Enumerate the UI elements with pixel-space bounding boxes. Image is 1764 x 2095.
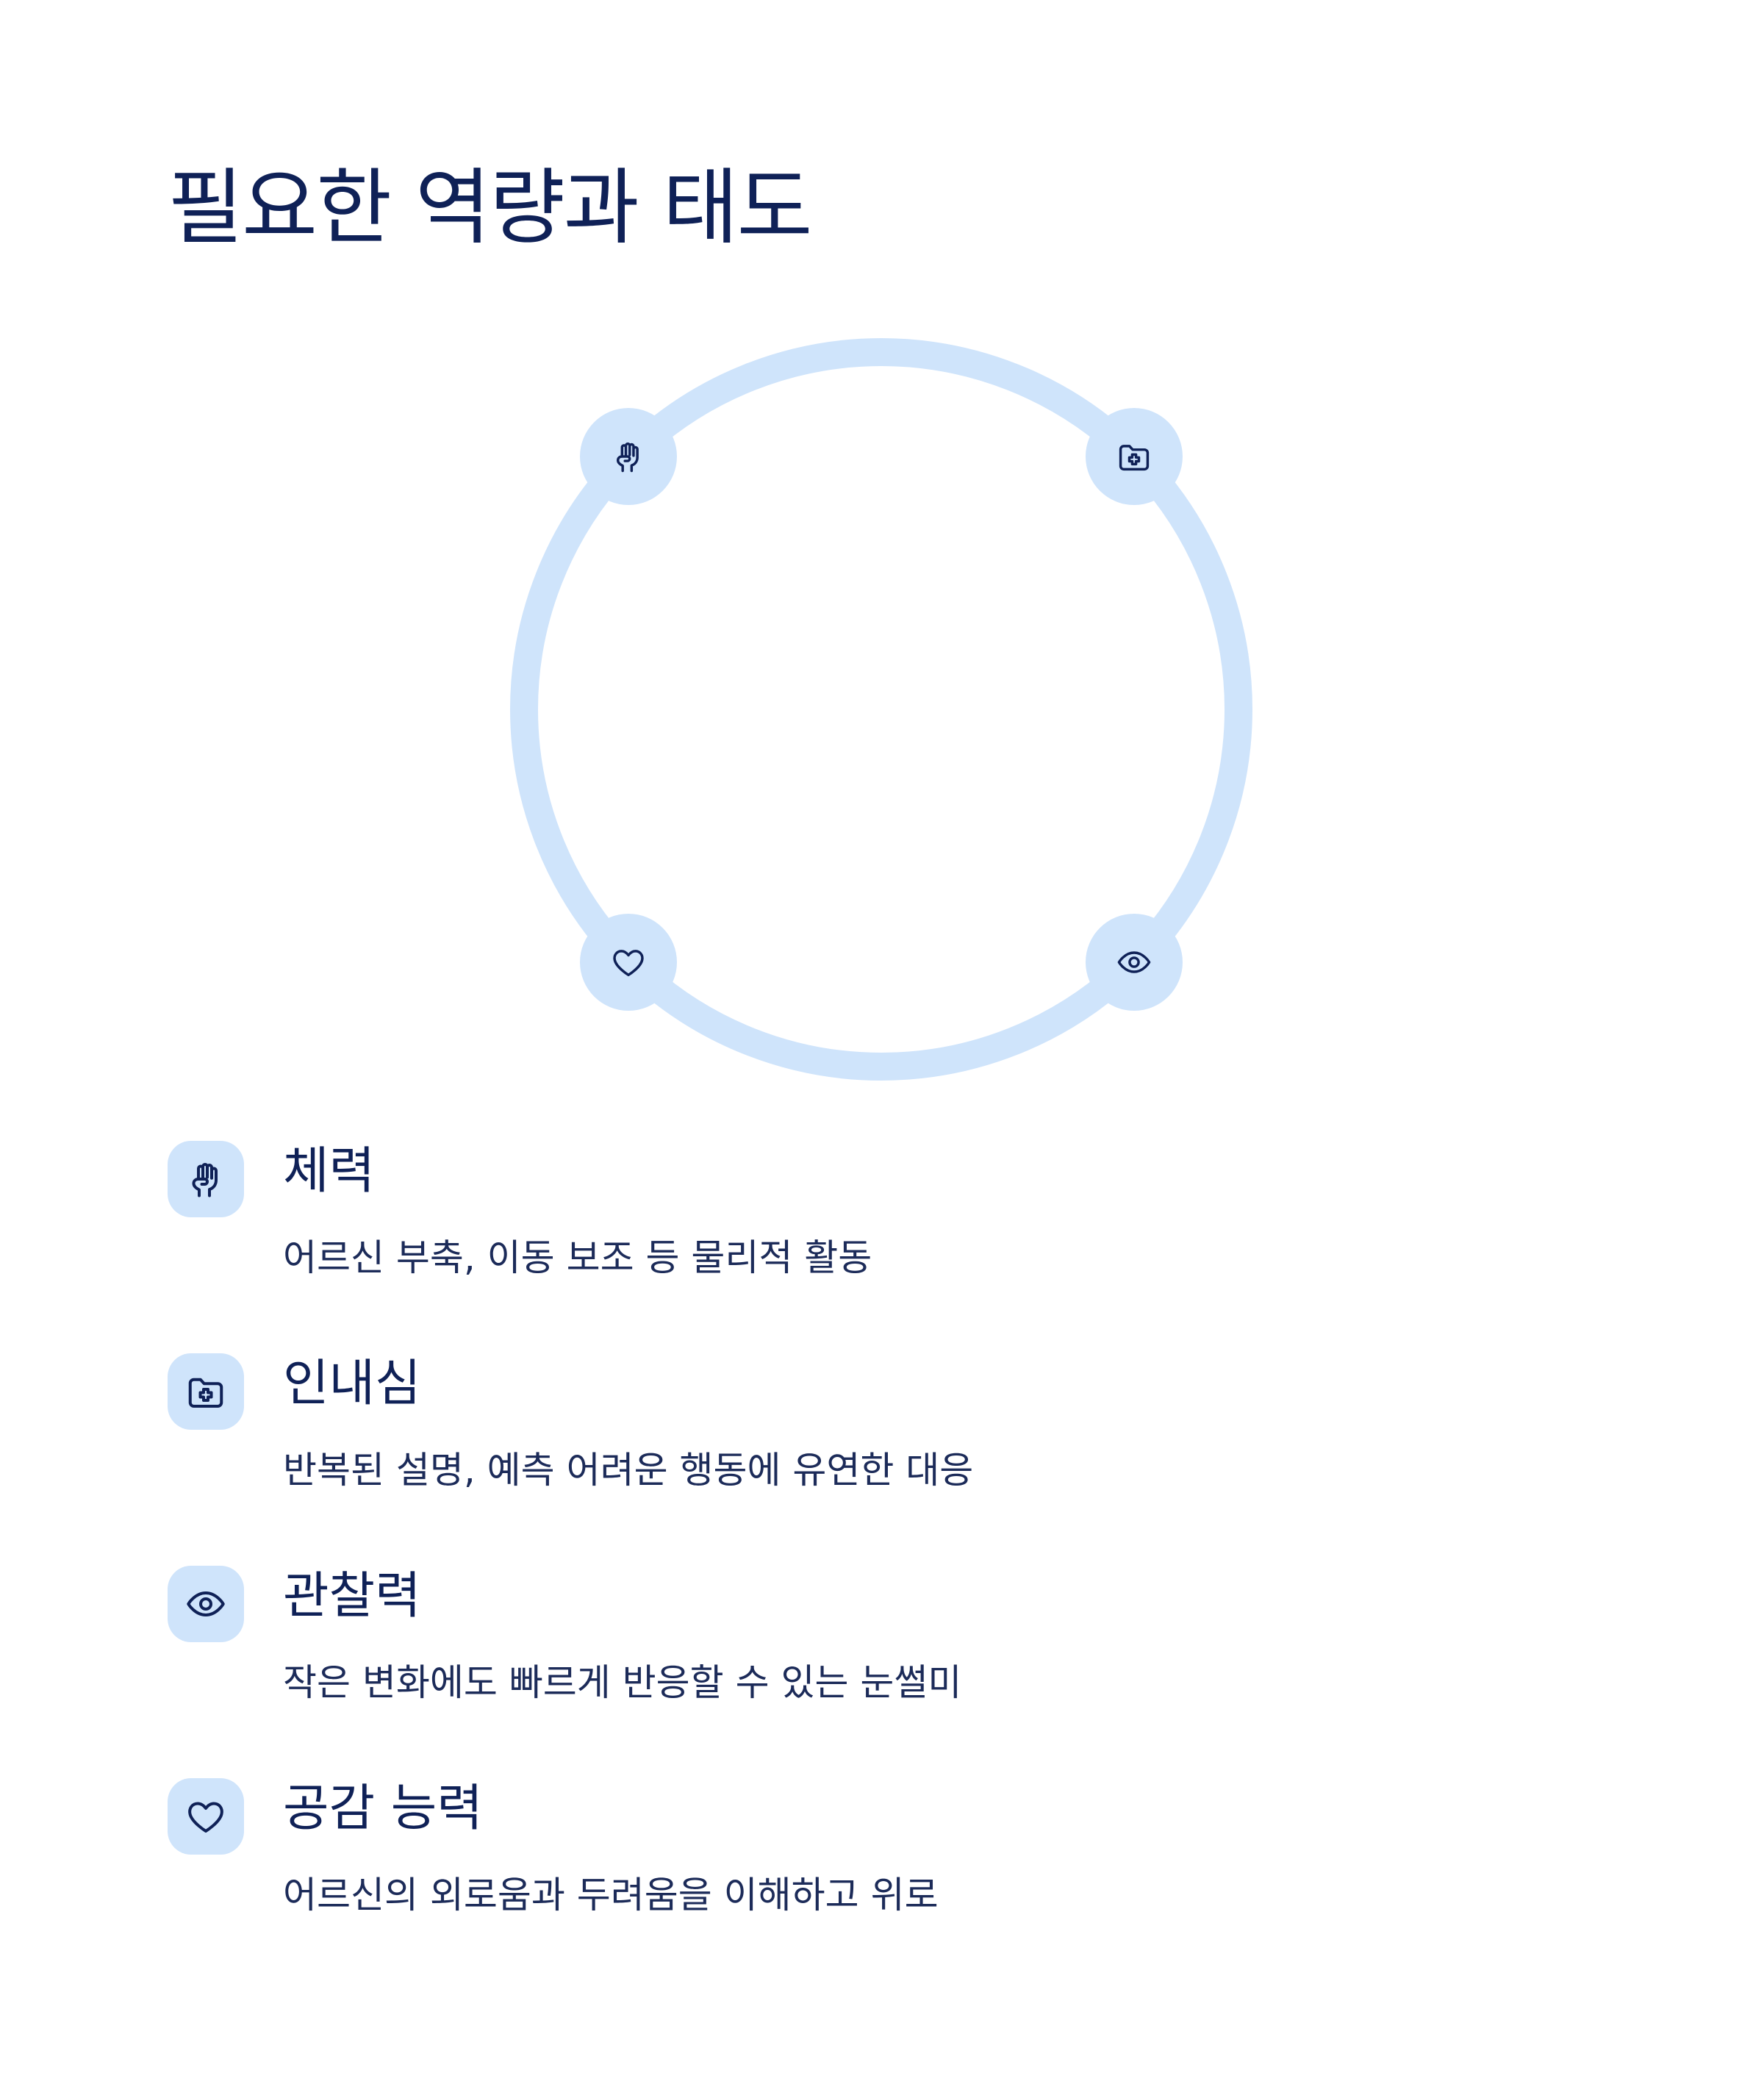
eye-icon: [1117, 951, 1151, 973]
list-item: 관찰력 작은 변화에도 빠르게 반응할 수 있는 눈썰미: [168, 1566, 1564, 1757]
ring-node-strength: [580, 408, 677, 505]
eye-icon: [187, 1591, 225, 1616]
item-description: 작은 변화에도 빠르게 반응할 수 있는 눈썰미: [283, 1661, 962, 1704]
raised-fist-icon: [192, 1163, 218, 1197]
ring-node-observation: [1086, 914, 1183, 1011]
item-icon-badge: [168, 1141, 244, 1217]
item-title: 관찰력: [283, 1567, 421, 1625]
item-icon-badge: [168, 1778, 244, 1855]
item-description: 어르신의 외로움과 두려움을 이해하고 위로: [283, 1874, 939, 1916]
ring-node-patience: [1086, 408, 1183, 505]
list-item: 체력 어르신 부축, 이동 보조 등 물리적 활동: [168, 1141, 1564, 1332]
ring-node-empathy: [580, 914, 677, 1011]
list-item: 인내심 반복된 설명, 예측 어려운 행동에 유연한 대응: [168, 1353, 1564, 1544]
item-icon-badge: [168, 1353, 244, 1430]
list-item: 공감 능력 어르신의 외로움과 두려움을 이해하고 위로: [168, 1778, 1564, 1969]
raised-fist-icon: [616, 442, 639, 473]
item-title: 인내심: [283, 1355, 421, 1413]
item-title: 공감 능력: [283, 1780, 483, 1838]
item-description: 어르신 부축, 이동 보조 등 물리적 활동: [283, 1236, 872, 1279]
page-title: 필요한 역량과 태도: [168, 160, 813, 256]
heart-icon: [188, 1802, 223, 1833]
folder-plus-icon: [188, 1378, 223, 1408]
folder-plus-icon: [1119, 445, 1150, 471]
heart-icon: [613, 950, 644, 977]
item-icon-badge: [168, 1566, 244, 1642]
item-description: 반복된 설명, 예측 어려운 행동에 유연한 대응: [283, 1449, 974, 1491]
item-title: 체력: [283, 1142, 376, 1200]
